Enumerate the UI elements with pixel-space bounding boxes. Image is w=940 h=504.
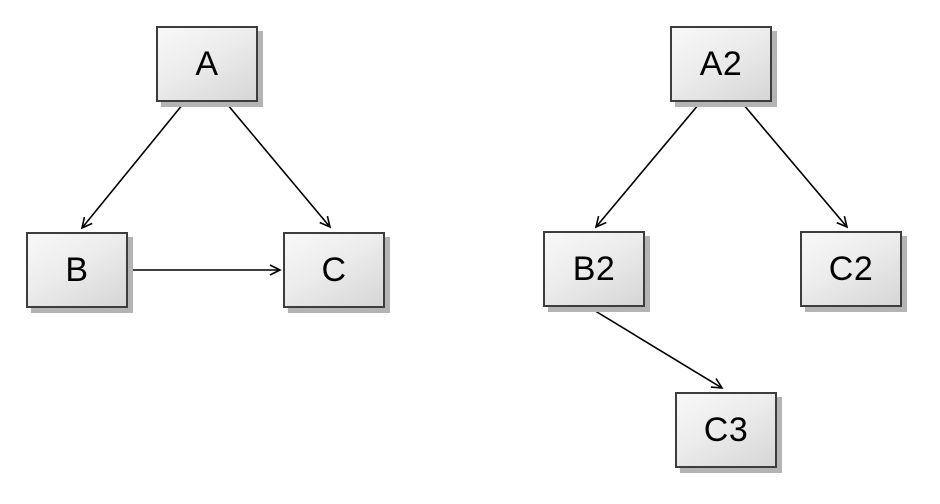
node-a-label: A: [195, 44, 219, 83]
node-b2-label: B2: [572, 249, 616, 288]
node-c2-label: C2: [828, 249, 874, 288]
edge-b2-c3: [591, 308, 724, 389]
node-a2-label: A2: [699, 44, 743, 83]
node-c: C: [283, 232, 385, 308]
edge-a-c: [226, 103, 332, 229]
node-b-label: B: [65, 250, 89, 289]
node-c-label: C: [321, 250, 347, 289]
node-c3-label: C3: [703, 410, 749, 449]
node-c2: C2: [800, 231, 902, 307]
node-b2: B2: [543, 231, 645, 307]
node-a2: A2: [670, 26, 772, 102]
edge-a2-b2: [594, 103, 700, 229]
edge-a-b: [80, 103, 184, 230]
node-b: B: [26, 232, 128, 308]
edge-a2-c2: [742, 103, 849, 229]
node-a: A: [156, 26, 258, 102]
node-c3: C3: [675, 392, 777, 468]
